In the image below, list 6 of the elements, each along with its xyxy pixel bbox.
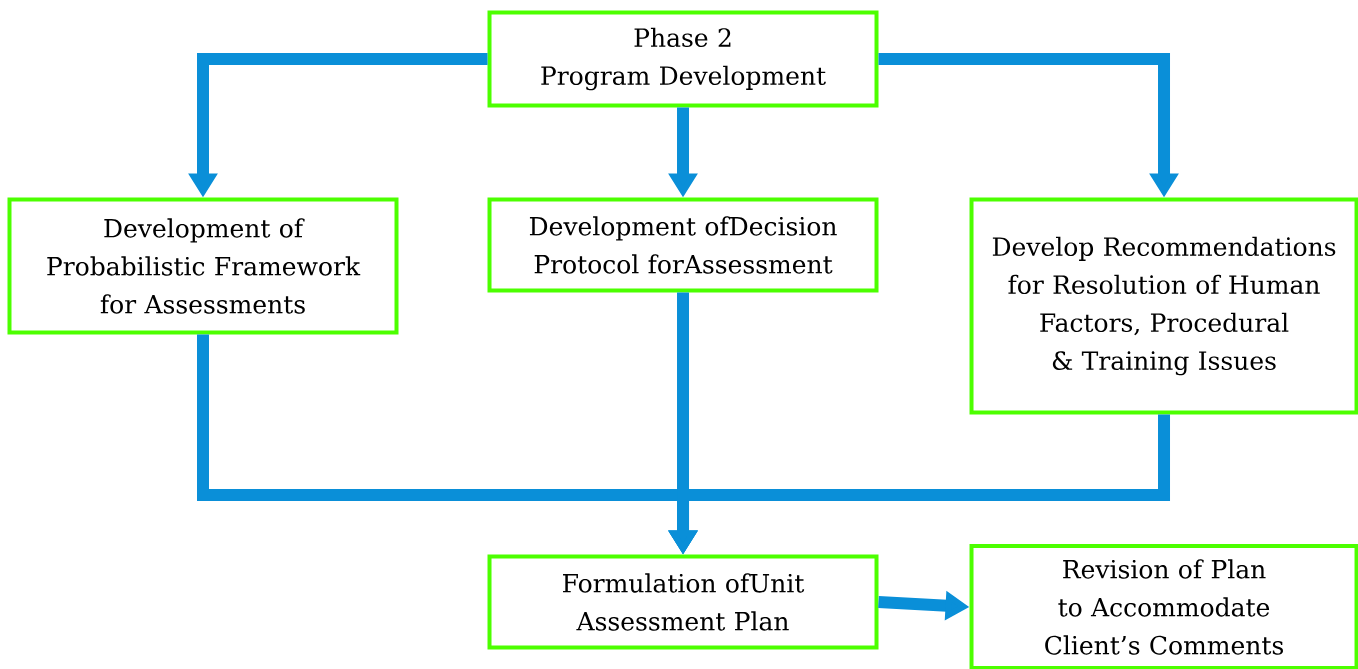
process-box: Development ofDecision Protocol forAssessment <box>487 197 879 293</box>
process-box: Revision of Plan to Accommodate Client’s Comments <box>969 544 1358 669</box>
process-box: Development of Probabilistic Framework for Assessments <box>7 197 399 335</box>
process-box: Phase 2 Program Development <box>487 10 879 108</box>
process-box: Formulation ofUnit Assessment Plan <box>487 554 879 650</box>
process-box: Develop Recommendations for Resolution of Human Factors, Procedural & Training Issues <box>969 197 1358 415</box>
